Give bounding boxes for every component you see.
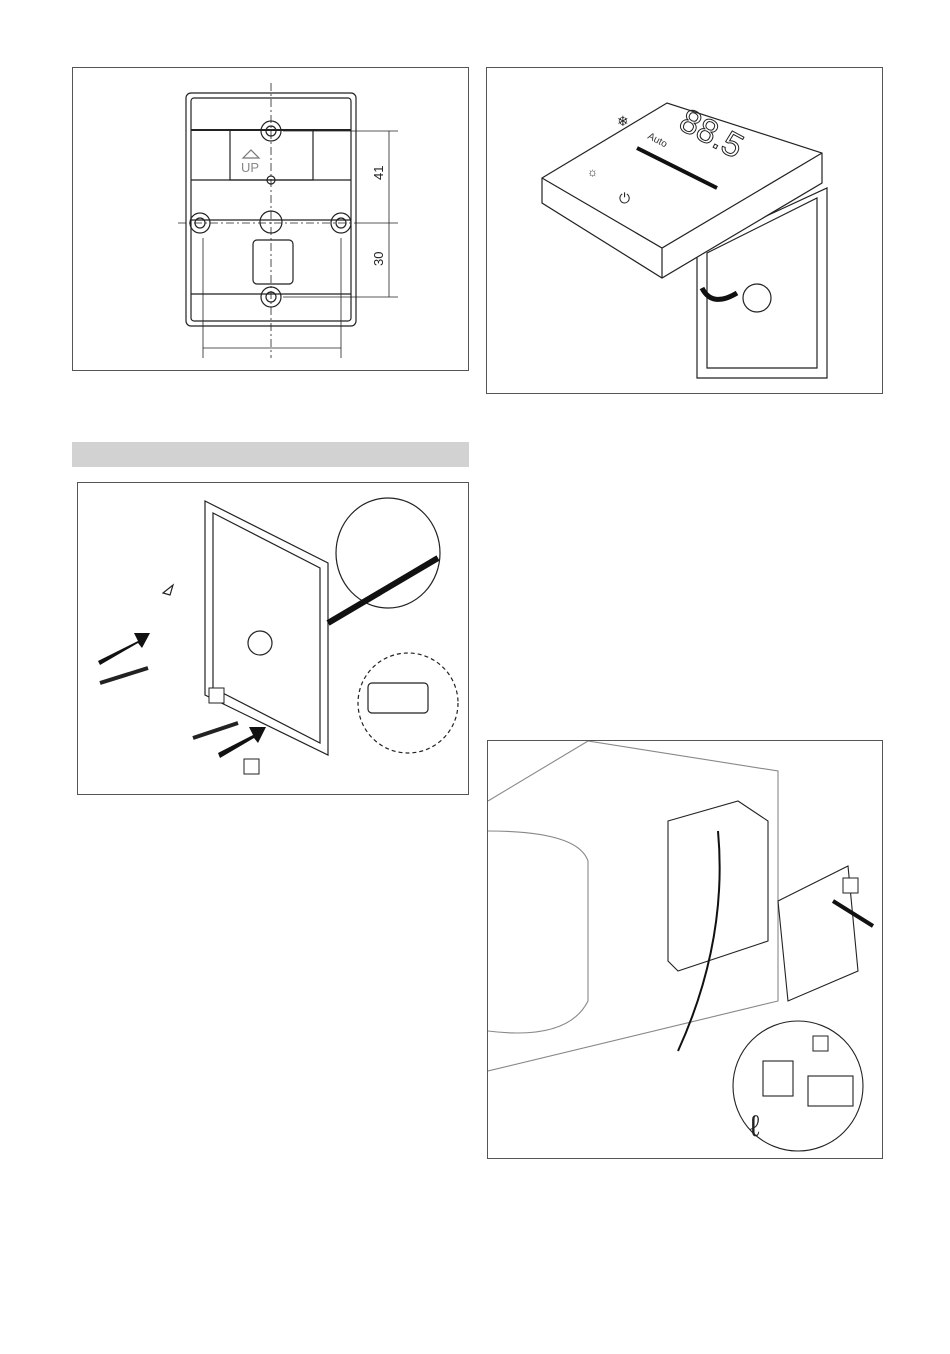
step-label-box-1	[208, 687, 225, 704]
ear-click-icon: ℓ	[750, 1110, 760, 1143]
dimension-30: 30	[371, 252, 386, 266]
step-label-box-3	[842, 877, 859, 894]
step-label-box-2	[243, 758, 260, 775]
figure-wall-mounting	[77, 482, 469, 795]
section-heading-bar	[72, 442, 469, 467]
figure-controller-mounting: Auto 88.5 ❄ ☼ ⏻	[486, 67, 883, 394]
figure-mounting-base-dimensions: UP 41 30	[72, 67, 469, 371]
controller-drawing: Auto 88.5 ❄ ☼ ⏻	[541, 101, 828, 379]
arrow-icon	[98, 633, 150, 665]
dimension-41: 41	[371, 166, 386, 180]
snowflake-icon: ❄	[617, 113, 629, 129]
up-label: UP	[241, 160, 259, 175]
power-icon: ⏻	[619, 190, 630, 206]
step-label-box-4	[812, 1035, 829, 1052]
light-icon: ☼	[587, 165, 598, 179]
unit-connection-drawing: ℓ	[488, 741, 875, 1152]
mounting-base-drawing: UP 41 30	[178, 83, 398, 358]
arrow-icon	[218, 727, 266, 758]
wall-mounting-drawing	[98, 497, 459, 775]
figure-unit-connection: ℓ	[487, 740, 883, 1159]
